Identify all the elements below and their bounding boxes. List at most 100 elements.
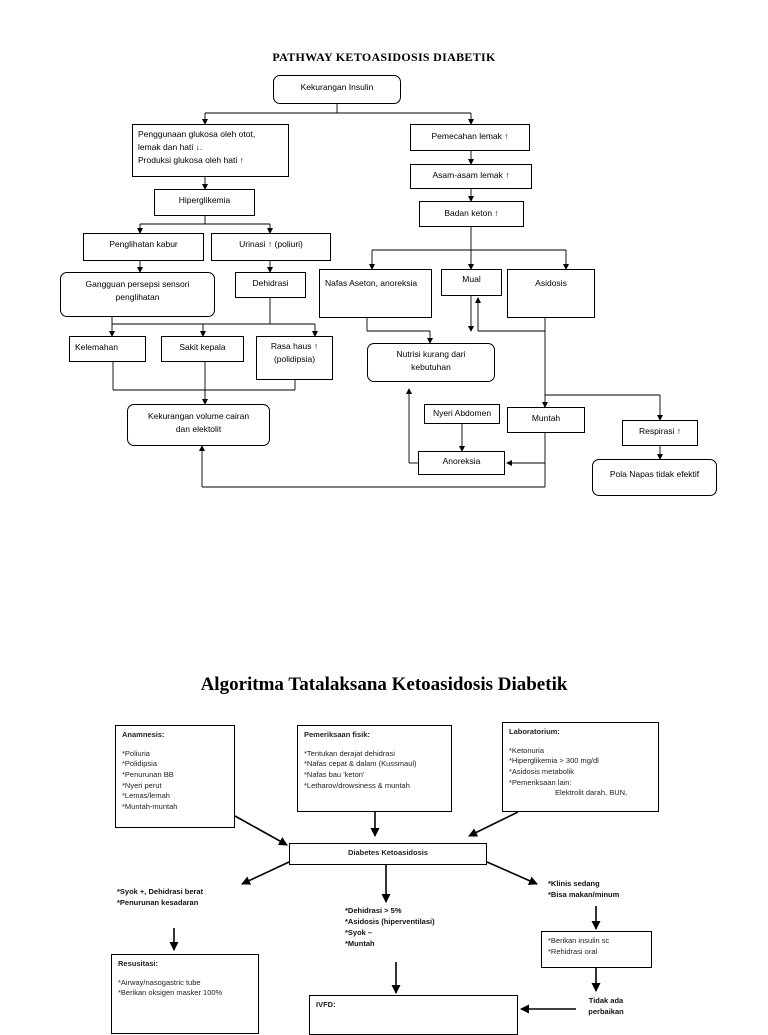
box-anamnesis: Anamnesis: *Poliuria *Polidipsia *Penuru…	[115, 725, 235, 828]
node-label-line: Nutrisi kurang dari	[396, 349, 466, 359]
node-label: Nyeri Abdomen	[432, 408, 492, 418]
node-anoreksia: Anoreksia	[418, 451, 505, 475]
laboratorium-heading: Laboratorium:	[509, 727, 560, 736]
node-label-line: Rasa haus ↑	[270, 341, 319, 351]
node-urinasi: Urinasi ↑ (poliuri)	[211, 233, 331, 261]
list-item: *Penurunan BB	[122, 769, 174, 779]
text-line: *Rehidrasi oral	[548, 946, 598, 956]
node-label: Pola Napas tidak efektif	[609, 469, 700, 479]
node-asidosis: Asidosis	[507, 269, 595, 318]
box-ivfd: IVFD:	[309, 995, 518, 1035]
text-line: perbaikan	[588, 1006, 624, 1016]
text-tengah: *Dehidrasi > 5% *Asidosis (hiperventilas…	[345, 906, 435, 950]
diagnosis-label: Diabetes Ketoasidosis	[347, 848, 429, 857]
node-sakit-kepala: Sakit kepala	[161, 336, 244, 362]
text-line: *Berikan insulin sc	[548, 936, 610, 945]
node-label-line: kebutuhan	[411, 361, 451, 372]
node-dehidrasi: Dehidrasi	[235, 272, 306, 298]
node-label: Hiperglikemia	[178, 195, 231, 205]
anamnesis-list: *Poliuria *Polidipsia *Penurunan BB *Nye…	[122, 749, 228, 813]
text-line: *Asidosis (hiperventilasi)	[345, 916, 435, 926]
pemeriksaan-fisik-list: *Tentukan derajat dehidrasi *Nafas cepat…	[304, 749, 445, 792]
list-item: *Asidosis metabolik	[509, 766, 575, 776]
node-muntah: Muntah	[507, 407, 585, 433]
pathway-title: PATHWAY KETOASIDOSIS DIABETIK	[272, 50, 496, 64]
node-label: Respirasi ↑	[638, 426, 682, 436]
node-label: Nafas Aseton, anoreksia	[325, 278, 418, 288]
list-item: *Tentukan derajat dehidrasi	[304, 748, 395, 758]
node-gangguan-persepsi: Gangguan persepsi sensori penglihatan	[60, 272, 215, 317]
node-label: Asidosis	[535, 278, 567, 288]
list-item: *Airway/nasogastric tube	[118, 977, 201, 987]
text-line: Tidak ada	[588, 996, 624, 1005]
box-laboratorium: Laboratorium: *Ketonuria *Hiperglikemia …	[502, 722, 659, 812]
list-item: *Letharov/drowsiness & muntah	[304, 780, 410, 790]
node-kekurangan-insulin: Kekurangan Insulin	[273, 75, 401, 104]
node-label-line: Gangguan persepsi sensori	[85, 279, 190, 289]
list-item: *Nyeri perut	[122, 780, 162, 790]
node-label-line: dan elektolit	[175, 423, 222, 434]
text-line: *Dehidrasi > 5%	[345, 906, 402, 915]
text-line: *Muntah	[345, 938, 375, 948]
node-label: Pemecahan lemak ↑	[431, 131, 509, 141]
node-label: Dehidrasi	[252, 278, 289, 288]
node-label-line: penglihatan	[115, 291, 160, 302]
text-line: *Klinis sedang	[548, 879, 600, 888]
node-kelemahan: Kelemahan	[69, 336, 146, 362]
node-badan-keton: Badan keton ↑	[419, 201, 524, 227]
node-pola-napas: Pola Napas tidak efektif	[592, 459, 717, 496]
node-penglihatan-kabur: Penglihatan kabur	[83, 233, 204, 261]
laboratorium-list: *Ketonuria *Hiperglikemia > 300 mg/dl *A…	[509, 746, 652, 789]
list-item: *Hiperglikemia > 300 mg/dl	[509, 756, 599, 766]
box-diagnosis: Diabetes Ketoasidosis	[289, 843, 487, 865]
node-pemecahan-lemak: Pemecahan lemak ↑	[410, 124, 530, 151]
anamnesis-heading: Anamnesis:	[122, 730, 165, 739]
list-item: *Lemas/lemah	[122, 791, 170, 801]
text-line: *Penurunan kesadaran	[117, 897, 199, 907]
resusitasi-list: *Airway/nasogastric tube *Berikan oksige…	[118, 978, 252, 999]
list-item: *Ketonuria	[509, 745, 545, 755]
box-pemeriksaan-fisik: Pemeriksaan fisik: *Tentukan derajat deh…	[297, 725, 452, 812]
node-label-line: (polidipsia)	[273, 353, 316, 364]
algorithm-title: Algoritma Tatalaksana Ketoasidosis Diabe…	[200, 674, 568, 695]
node-label: Mual	[462, 274, 481, 284]
node-nutrisi-kurang: Nutrisi kurang dari kebutuhan	[367, 343, 495, 382]
text-kanan: *Klinis sedang *Bisa makan/minum	[548, 879, 619, 901]
laboratorium-extra: Elektrolit darah, BUN,	[555, 788, 628, 798]
node-penggunaan-glukosa: Penggunaan glukosa oleh otot, lemak dan …	[132, 124, 289, 177]
node-asam-lemak: Asam-asam lemak ↑	[410, 164, 532, 189]
node-label: Kelemahan	[75, 342, 119, 352]
node-label-line: Penggunaan glukosa oleh otot,	[138, 129, 256, 139]
node-label-line: lemak dan hati ↓.	[138, 141, 203, 152]
node-rasa-haus: Rasa haus ↑ (polidipsia)	[256, 336, 333, 380]
pemeriksaan-fisik-heading: Pemeriksaan fisik:	[304, 730, 370, 739]
node-label-line: Produksi glukosa oleh hati ↑	[138, 154, 244, 165]
node-label: Kekurangan Insulin	[300, 82, 374, 92]
node-label: Urinasi ↑ (poliuri)	[239, 239, 303, 249]
list-item: *Berikan oksigen masker 100%	[118, 988, 223, 998]
text-line: *Bisa makan/minum	[548, 889, 620, 899]
list-item: *Nafas bau 'keton'	[304, 769, 365, 779]
node-label: Penglihatan kabur	[109, 239, 178, 249]
text-line: *Syok –	[345, 927, 373, 937]
node-label: Anoreksia	[442, 456, 481, 466]
list-item: *Muntah-muntah	[122, 801, 178, 811]
box-insulin-sc: *Berikan insulin sc *Rehidrasi oral	[541, 931, 652, 968]
list-item: *Nafas cepat & dalam (Kussmaul)	[304, 759, 417, 769]
ivfd-heading: IVFD:	[316, 1000, 336, 1009]
node-label: Sakit kepala	[179, 342, 226, 352]
node-label: Badan keton ↑	[444, 208, 499, 218]
node-label: Asam-asam lemak ↑	[432, 170, 510, 180]
node-mual: Mual	[441, 269, 502, 296]
node-respirasi: Respirasi ↑	[622, 420, 698, 446]
resusitasi-heading: Resusitasi:	[118, 959, 159, 968]
node-label-line: Kekurangan volume cairan	[147, 411, 250, 421]
node-kekurangan-volume: Kekurangan volume cairan dan elektolit	[127, 404, 270, 446]
list-item: *Poliuria	[122, 748, 150, 758]
text-line: *Syok +, Dehidrasi berat	[117, 887, 204, 896]
text-tidak-ada-perbaikan: Tidak ada perbaikan	[578, 996, 634, 1018]
node-nafas-aseton: Nafas Aseton, anoreksia	[319, 269, 432, 318]
box-resusitasi: Resusitasi: *Airway/nasogastric tube *Be…	[111, 954, 259, 1034]
node-label: Muntah	[531, 413, 561, 423]
